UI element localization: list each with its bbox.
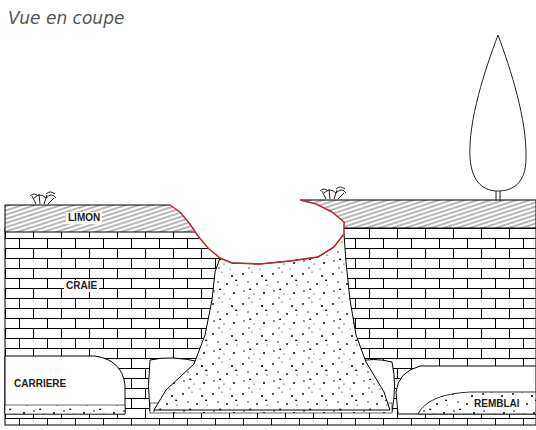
layer-label: CRAIE (64, 280, 99, 292)
collapse-fill (154, 234, 390, 410)
layer-label: CARRIERE (12, 378, 68, 390)
quarry-cavity (396, 366, 536, 414)
tree-trunk (496, 191, 500, 201)
backfill-strip (5, 405, 125, 414)
layer-label: LIMON (66, 212, 102, 224)
crater-void (168, 190, 344, 264)
diagram-title: Vue en coupe (8, 8, 124, 28)
layer-label: REMBLAI (472, 398, 522, 410)
bush-symbol (320, 187, 346, 199)
crater-outline (170, 200, 344, 264)
backfill-mound (418, 392, 536, 414)
tree-crown (470, 35, 526, 191)
quarry-cavity (5, 356, 125, 414)
bush-symbol (30, 192, 56, 204)
